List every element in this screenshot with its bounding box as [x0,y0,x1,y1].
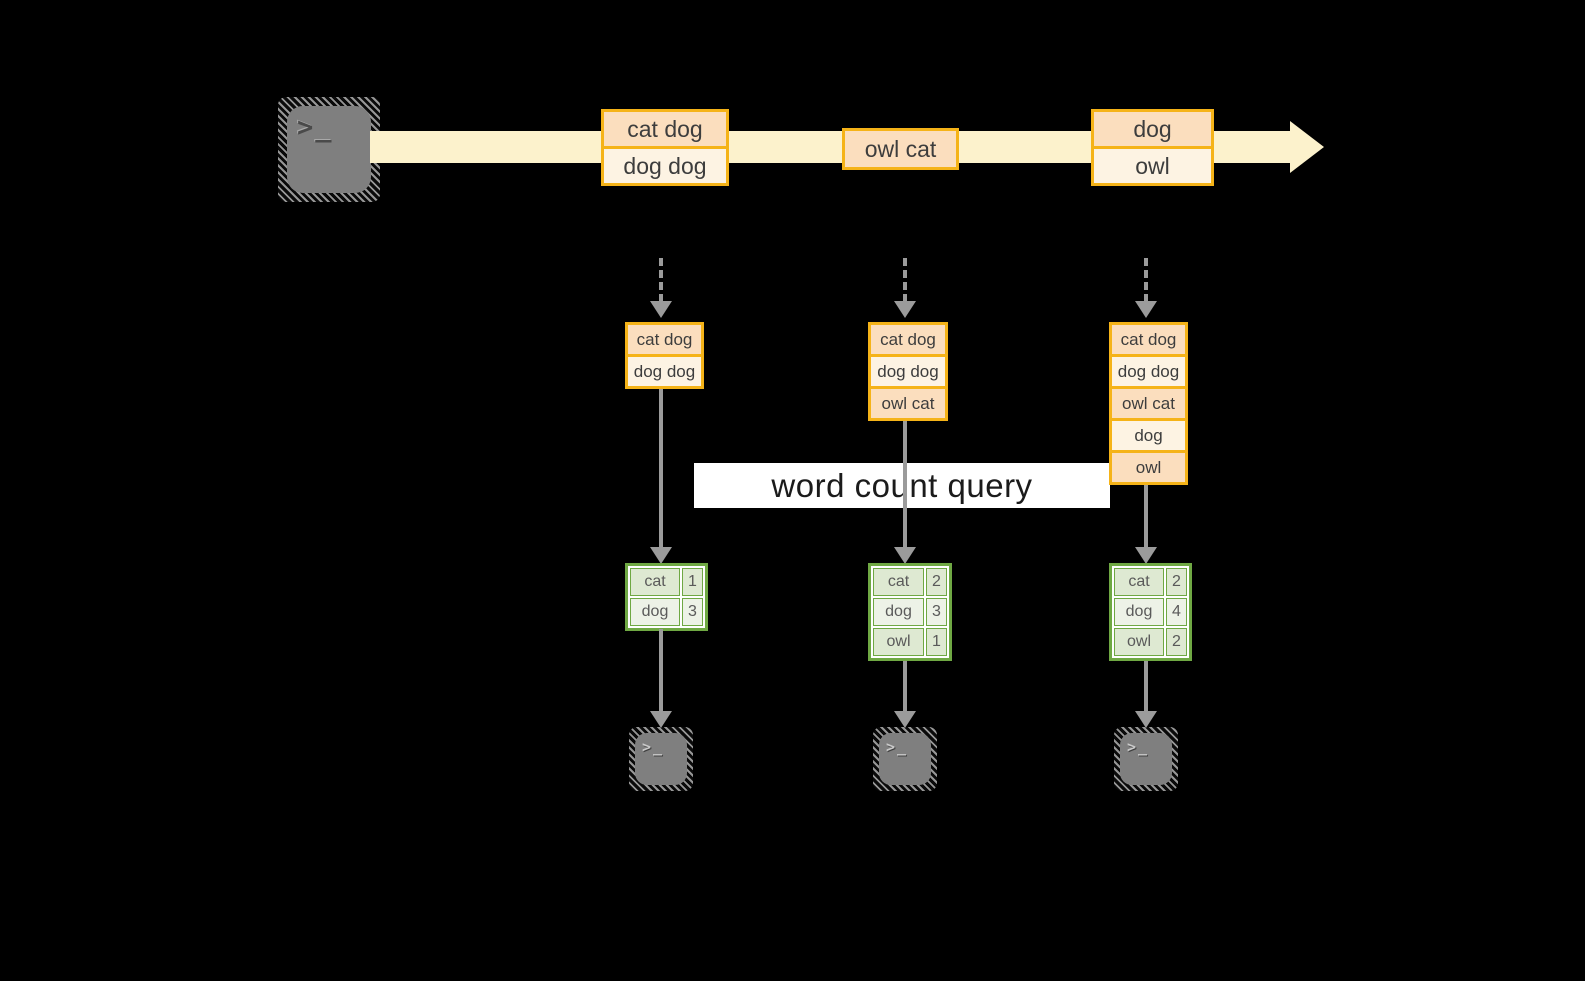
result-word: dog [1114,598,1164,626]
terminal-screen: >_ [635,733,687,785]
query-banner-label: word count query [771,466,1033,504]
stream-timeline-arrowhead [1290,121,1324,173]
terminal-screen: >_ [1120,733,1172,785]
output-arrowhead [894,711,916,728]
terminal-prompt-glyph: >_ [886,738,909,756]
input-row: owl cat [1112,386,1185,418]
query-banner: word count query [694,463,1110,508]
trigger-arrow-line [903,258,907,302]
terminal-screen: >_ [879,733,931,785]
query-arrowhead [650,547,672,564]
terminal-prompt-glyph: >_ [297,112,334,143]
result-table-2: cat 2 dog 3 owl 1 [868,563,952,661]
trigger-arrow-line [659,258,663,302]
input-row: cat dog [871,325,945,354]
result-count: 2 [926,568,947,596]
terminal-prompt-glyph: >_ [1127,738,1150,756]
input-row: owl cat [871,386,945,418]
sink-terminal-icon: >_ [873,727,937,791]
result-count: 1 [926,628,947,656]
stream-record: dog dog [604,146,726,183]
result-word: cat [630,568,680,596]
input-row: dog dog [1112,354,1185,386]
stream-record: owl [1094,146,1211,183]
result-count: 2 [1166,568,1187,596]
input-row: dog dog [871,354,945,386]
output-arrow-line [903,661,907,712]
query-arrow-line [1144,485,1148,548]
stream-record: dog [1094,112,1211,146]
output-arrowhead [650,711,672,728]
input-row: owl [1112,450,1185,482]
stream-record: cat dog [604,112,726,146]
trigger-arrowhead [650,301,672,318]
input-row: dog [1112,418,1185,450]
result-count: 2 [1166,628,1187,656]
result-word: owl [873,628,924,656]
input-row: dog dog [628,354,701,386]
result-word: dog [630,598,680,626]
result-word: dog [873,598,924,626]
input-table-3: cat dog dog dog owl cat dog owl [1109,322,1188,485]
trigger-arrowhead [894,301,916,318]
input-table-1: cat dog dog dog [625,322,704,389]
query-arrow-line [903,421,907,548]
result-count: 3 [926,598,947,626]
trigger-arrow-line [1144,258,1148,302]
source-terminal-icon: >_ [278,97,380,202]
query-arrow-line [659,389,663,548]
result-word: cat [873,568,924,596]
result-count: 1 [682,568,703,596]
output-arrowhead [1135,711,1157,728]
terminal-screen: >_ [287,106,371,193]
query-arrowhead [1135,547,1157,564]
input-table-2: cat dog dog dog owl cat [868,322,948,421]
input-row: cat dog [1112,325,1185,354]
sink-terminal-icon: >_ [629,727,693,791]
sink-terminal-icon: >_ [1114,727,1178,791]
result-word: cat [1114,568,1164,596]
stream-record: owl cat [845,131,956,167]
stream-batch-3: dog owl [1091,109,1214,186]
result-count: 3 [682,598,703,626]
stream-batch-1: cat dog dog dog [601,109,729,186]
output-arrow-line [1144,661,1148,712]
result-table-3: cat 2 dog 4 owl 2 [1109,563,1192,661]
stream-batch-2: owl cat [842,128,959,170]
query-arrowhead [894,547,916,564]
terminal-prompt-glyph: >_ [642,738,665,756]
trigger-arrowhead [1135,301,1157,318]
result-word: owl [1114,628,1164,656]
result-count: 4 [1166,598,1187,626]
result-table-1: cat 1 dog 3 [625,563,708,631]
output-arrow-line [659,629,663,712]
input-row: cat dog [628,325,701,354]
